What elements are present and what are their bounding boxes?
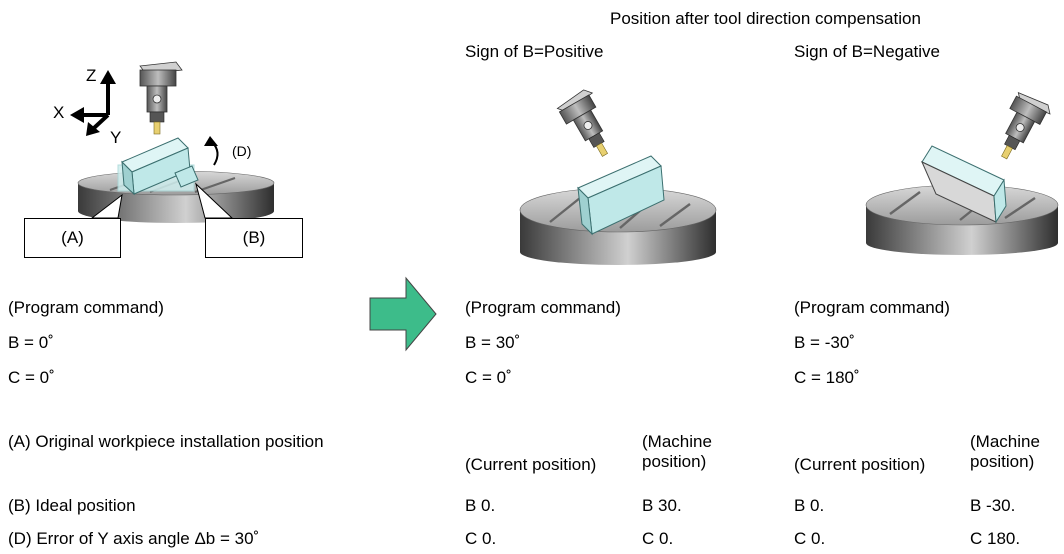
left-command-b: B = 0˚ bbox=[8, 333, 54, 352]
left-spindle-head bbox=[139, 61, 183, 135]
page-title: Position after tool direction compensati… bbox=[610, 9, 921, 28]
left-command-label: (Program command) bbox=[8, 298, 164, 317]
legend-d: (D) Error of Y axis angle Δb = 30˚ bbox=[8, 529, 260, 548]
callout-d-label: (D) bbox=[232, 143, 252, 159]
callout-b-label: (B) bbox=[242, 228, 266, 247]
callout-a-box: (A) bbox=[24, 218, 121, 258]
positive-current-c: C 0. bbox=[465, 529, 497, 548]
negative-command-b: B = -30˚ bbox=[794, 333, 855, 352]
negative-machine-c: C 180. bbox=[970, 529, 1021, 548]
positive-workpiece bbox=[577, 155, 665, 236]
positive-machine-b: B 30. bbox=[642, 496, 682, 515]
negative-workpiece bbox=[921, 145, 1007, 224]
axis-label-y: Y bbox=[110, 128, 122, 147]
negative-title: Sign of B=Negative bbox=[794, 42, 941, 61]
positive-command-b: B = 30˚ bbox=[465, 333, 521, 352]
positive-current-b: B 0. bbox=[465, 496, 496, 515]
negative-spindle-head bbox=[1001, 91, 1051, 160]
positive-spindle-head bbox=[556, 89, 609, 157]
positive-title: Sign of B=Positive bbox=[465, 42, 604, 61]
legend-b: (B) Ideal position bbox=[8, 496, 136, 515]
negative-machine-b: B -30. bbox=[970, 496, 1016, 515]
callout-a-label: (A) bbox=[61, 228, 84, 247]
rotation-arrow-head bbox=[204, 136, 218, 146]
transition-arrow bbox=[369, 276, 437, 352]
negative-command-label: (Program command) bbox=[794, 298, 950, 317]
positive-col-machine: (Machine position) bbox=[642, 432, 712, 471]
left-command-c: C = 0˚ bbox=[8, 368, 55, 387]
negative-rotary-table bbox=[865, 184, 1059, 255]
positive-rotary-table bbox=[519, 187, 717, 265]
axis-label-z: Z bbox=[86, 66, 97, 85]
negative-command-c: C = 180˚ bbox=[794, 368, 860, 387]
negative-col-current: (Current position) bbox=[794, 455, 926, 474]
negative-current-b: B 0. bbox=[794, 496, 825, 515]
positive-machine-c: C 0. bbox=[642, 529, 674, 548]
callout-b-box: (B) bbox=[205, 218, 303, 258]
negative-current-c: C 0. bbox=[794, 529, 826, 548]
negative-col-machine: (Machine position) bbox=[970, 432, 1040, 471]
axis-label-x: X bbox=[53, 103, 65, 122]
left-tilted-workpiece bbox=[121, 137, 199, 196]
positive-command-label: (Program command) bbox=[465, 298, 621, 317]
positive-col-current: (Current position) bbox=[465, 455, 597, 474]
legend-a: (A) Original workpiece installation posi… bbox=[8, 432, 324, 451]
positive-command-c: C = 0˚ bbox=[465, 368, 512, 387]
axis-indicator bbox=[70, 70, 116, 136]
